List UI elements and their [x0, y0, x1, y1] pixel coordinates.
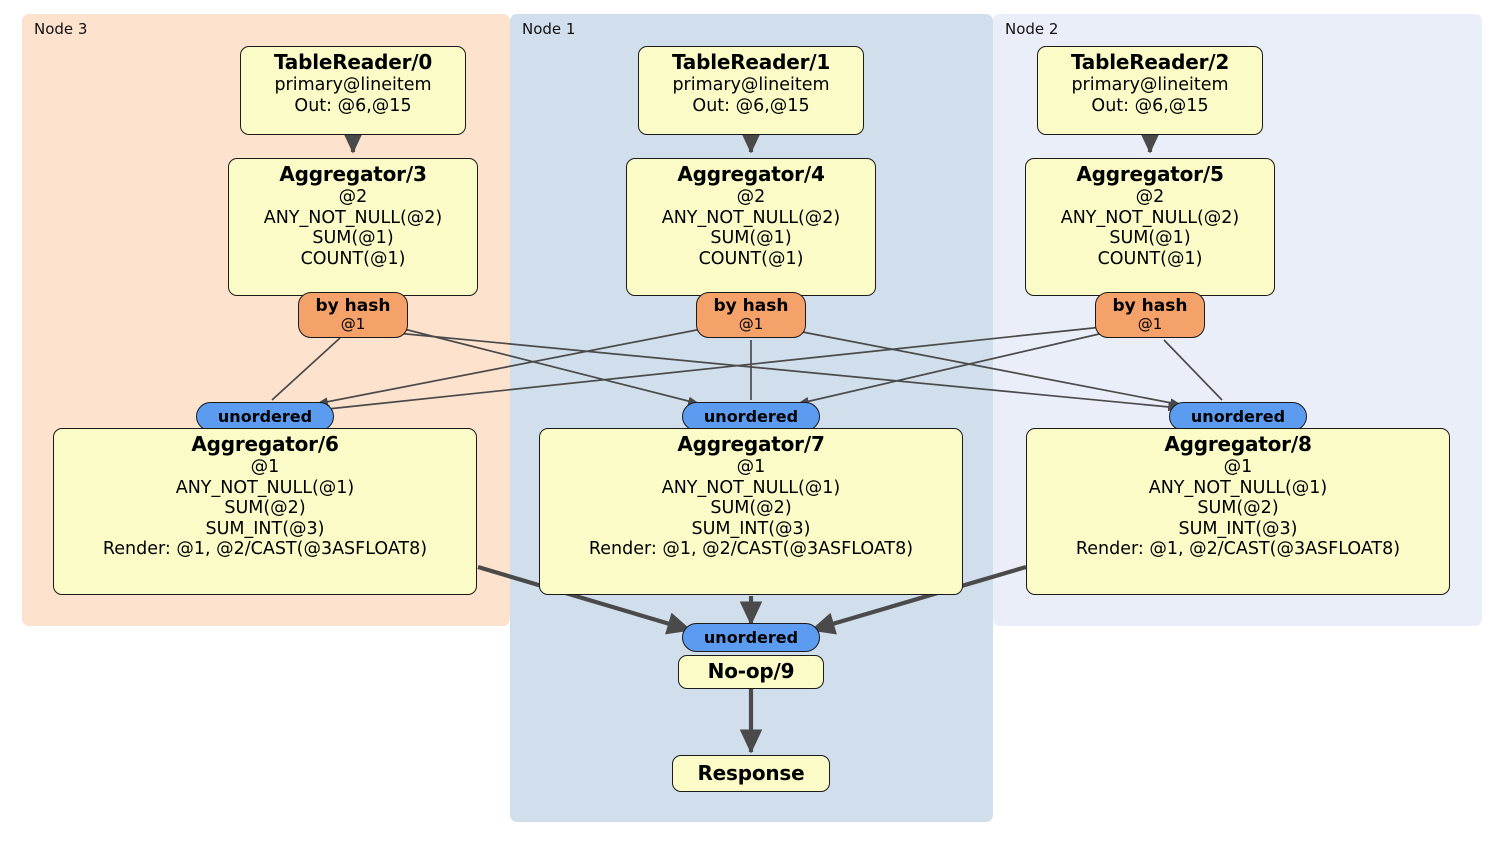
processor-aggregator-8[interactable]: Aggregator/8 @1 ANY_NOT_NULL(@1) SUM(@2)… [1026, 428, 1450, 595]
region-node-1-label: Node 1 [522, 20, 576, 38]
stream-label: unordered [217, 407, 313, 426]
processor-detail-line: primary@lineitem [274, 75, 432, 96]
processor-aggregator-5[interactable]: Aggregator/5 @2 ANY_NOT_NULL(@2) SUM(@1)… [1025, 158, 1275, 296]
processor-title: TableReader/2 [1070, 50, 1230, 74]
processor-detail-line: SUM_INT(@3) [691, 518, 811, 539]
processor-detail-line: SUM(@2) [224, 498, 306, 519]
processor-detail-line: primary@lineitem [1071, 75, 1229, 96]
processor-render-line: Render: @1, @2/CAST(@3ASFLOAT8) [1075, 539, 1401, 560]
processor-detail-line: ANY_NOT_NULL(@1) [1148, 477, 1328, 498]
output-router-by-hash-1[interactable]: by hash @1 [696, 292, 806, 338]
region-node-2-label: Node 2 [1005, 20, 1059, 38]
processor-detail-line: @1 [736, 457, 766, 478]
processor-detail-line: @1 [1223, 457, 1253, 478]
processor-title: Aggregator/3 [279, 162, 427, 186]
processor-detail-line: ANY_NOT_NULL(@1) [175, 477, 355, 498]
processor-table-reader-0[interactable]: TableReader/0 primary@lineitem Out: @6,@… [240, 46, 466, 135]
router-label: by hash [315, 296, 391, 317]
processor-detail-line: ANY_NOT_NULL(@2) [263, 207, 443, 228]
processor-detail-line: Out: @6,@15 [294, 95, 412, 116]
stream-label: unordered [703, 407, 799, 426]
processor-detail-line: COUNT(@1) [1097, 248, 1203, 269]
processor-detail-line: COUNT(@1) [698, 248, 804, 269]
processor-detail-line: SUM(@2) [1197, 498, 1279, 519]
processor-detail-line: COUNT(@1) [300, 248, 406, 269]
router-label: by hash [1112, 296, 1188, 317]
processor-aggregator-6[interactable]: Aggregator/6 @1 ANY_NOT_NULL(@1) SUM(@2)… [53, 428, 477, 595]
processor-table-reader-2[interactable]: TableReader/2 primary@lineitem Out: @6,@… [1037, 46, 1263, 135]
processor-detail-line: Out: @6,@15 [1091, 95, 1209, 116]
processor-title: TableReader/1 [671, 50, 831, 74]
region-node-3-label: Node 3 [34, 20, 88, 38]
processor-title: Aggregator/8 [1164, 432, 1312, 456]
processor-title: Aggregator/6 [191, 432, 339, 456]
processor-detail-line: ANY_NOT_NULL(@1) [661, 477, 841, 498]
processor-detail-line: SUM(@2) [710, 498, 792, 519]
processor-detail-line: @2 [1135, 187, 1165, 208]
processor-title: Aggregator/5 [1076, 162, 1224, 186]
processor-detail-line: ANY_NOT_NULL(@2) [661, 207, 841, 228]
processor-title: No-op/9 [707, 659, 795, 684]
processor-detail-line: ANY_NOT_NULL(@2) [1060, 207, 1240, 228]
processor-detail-line: SUM_INT(@3) [1178, 518, 1298, 539]
stream-unordered-final[interactable]: unordered [682, 623, 820, 652]
router-columns: @1 [1137, 315, 1163, 334]
stream-label: unordered [703, 628, 799, 647]
processor-detail-line: SUM_INT(@3) [205, 518, 325, 539]
output-router-by-hash-2[interactable]: by hash @1 [1095, 292, 1205, 338]
router-columns: @1 [340, 315, 366, 334]
processor-response[interactable]: Response [672, 755, 830, 792]
processor-render-line: Render: @1, @2/CAST(@3ASFLOAT8) [588, 539, 914, 560]
processor-aggregator-4[interactable]: Aggregator/4 @2 ANY_NOT_NULL(@2) SUM(@1)… [626, 158, 876, 296]
router-columns: @1 [738, 315, 764, 334]
stream-unordered-center[interactable]: unordered [682, 402, 820, 431]
processor-detail-line: SUM(@1) [1109, 228, 1191, 249]
processor-title: Aggregator/4 [677, 162, 825, 186]
processor-table-reader-1[interactable]: TableReader/1 primary@lineitem Out: @6,@… [638, 46, 864, 135]
stream-label: unordered [1190, 407, 1286, 426]
processor-detail-line: @1 [250, 457, 280, 478]
processor-detail-line: SUM(@1) [312, 228, 394, 249]
processor-detail-line: SUM(@1) [710, 228, 792, 249]
processor-detail-line: Out: @6,@15 [692, 95, 810, 116]
processor-title: Aggregator/7 [677, 432, 825, 456]
processor-aggregator-7[interactable]: Aggregator/7 @1 ANY_NOT_NULL(@1) SUM(@2)… [539, 428, 963, 595]
processor-title: Response [697, 760, 805, 785]
router-label: by hash [713, 296, 789, 317]
processor-aggregator-3[interactable]: Aggregator/3 @2 ANY_NOT_NULL(@2) SUM(@1)… [228, 158, 478, 296]
processor-detail-line: @2 [736, 187, 766, 208]
stream-unordered-left[interactable]: unordered [196, 402, 334, 431]
output-router-by-hash-0[interactable]: by hash @1 [298, 292, 408, 338]
processor-title: TableReader/0 [273, 50, 433, 74]
processor-detail-line: primary@lineitem [672, 75, 830, 96]
processor-render-line: Render: @1, @2/CAST(@3ASFLOAT8) [102, 539, 428, 560]
processor-no-op-9[interactable]: No-op/9 [678, 655, 824, 689]
stream-unordered-right[interactable]: unordered [1169, 402, 1307, 431]
processor-detail-line: @2 [338, 187, 368, 208]
